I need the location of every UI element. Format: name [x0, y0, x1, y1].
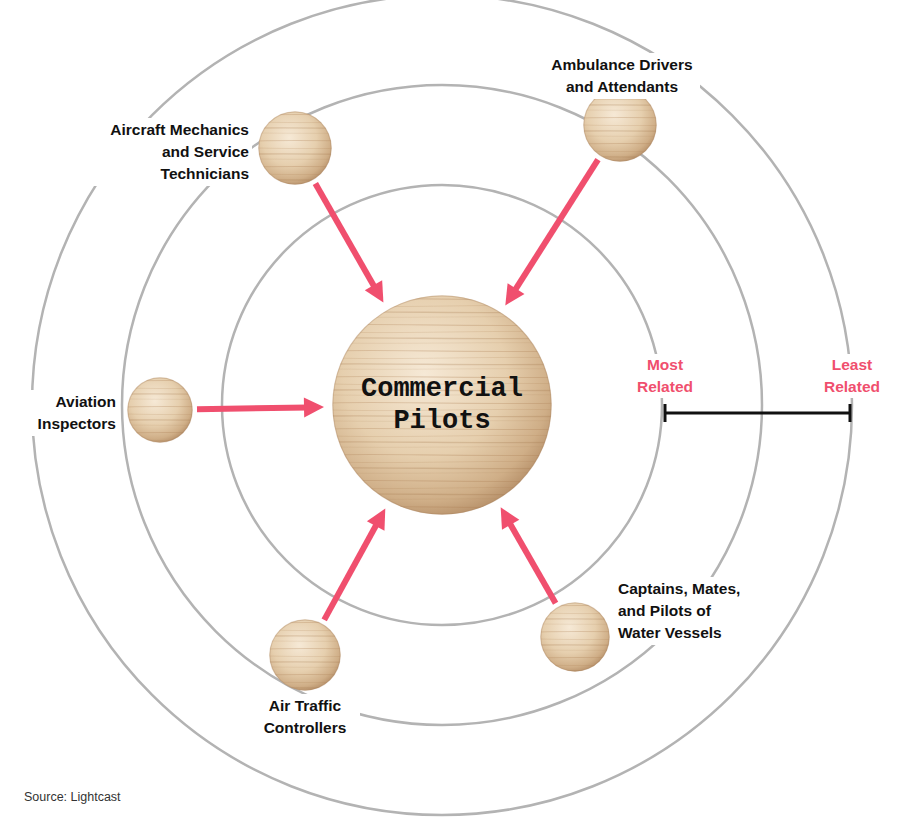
occupation-label: Aviation Inspectors [21, 390, 119, 436]
wood-sphere [269, 619, 341, 691]
related-occupation: Ambulance Drivers and Attendants [583, 88, 657, 162]
sphere-body [333, 296, 552, 515]
relation-arrow [505, 160, 598, 306]
wood-sphere [540, 602, 610, 672]
source-note: Source: Lightcast [24, 789, 121, 805]
bracket-tick [664, 404, 667, 422]
sphere-body [128, 378, 193, 443]
sphere-body [541, 603, 610, 672]
sphere-grain [333, 296, 552, 515]
arrow-shaft [315, 184, 375, 289]
sphere-rim [270, 620, 340, 690]
sphere-body [584, 89, 657, 162]
arrow-head [367, 508, 385, 530]
wood-sphere [583, 88, 657, 162]
sphere-grain [541, 603, 610, 672]
arrow-head [304, 397, 324, 417]
sphere-rim [584, 89, 656, 161]
sphere-body [259, 112, 332, 185]
related-occupation: Captains, Mates, and Pilots of Water Ves… [540, 602, 610, 672]
sphere-grain [270, 620, 341, 691]
sphere-rim [259, 112, 331, 184]
scale-label: Most Related [628, 354, 702, 398]
arrow-shaft [514, 160, 598, 292]
arrow-head [505, 283, 524, 305]
arrow-shaft [197, 407, 308, 409]
sphere-body [270, 620, 341, 691]
outer-ring [32, 0, 852, 815]
relation-arrow [315, 184, 383, 303]
bracket-line [665, 412, 850, 415]
wood-sphere [127, 377, 193, 443]
node-text: Commercial Pilots [337, 373, 547, 437]
bracket-tick [849, 404, 852, 422]
arrow-head [501, 507, 520, 529]
sphere-rim [333, 296, 551, 514]
occupation-label: Aircraft Mechanics and Service Technicia… [86, 118, 252, 186]
sphere-rim [128, 378, 192, 442]
node-text: Aircraft Mechanics and Service Technicia… [89, 119, 249, 185]
arrow-head [365, 280, 384, 302]
relation-arrow [324, 508, 385, 619]
scale-bracket [665, 404, 850, 422]
center-title: Commercial Pilots [337, 373, 547, 437]
occupation-label: Captains, Mates, and Pilots of Water Ves… [615, 577, 756, 645]
node-text: Captains, Mates, and Pilots of Water Ves… [618, 578, 753, 644]
wood-sphere [258, 111, 332, 185]
sphere-grain [584, 89, 657, 162]
wood-sphere [332, 295, 552, 515]
node-text: Ambulance Drivers and Attendants [547, 54, 697, 98]
sphere-grain [128, 378, 193, 443]
arrow-shaft [509, 521, 556, 603]
relation-arrow [501, 507, 556, 603]
related-occupation: Aviation Inspectors [127, 377, 193, 443]
node-text: Aviation Inspectors [24, 391, 116, 435]
occupation-label: Ambulance Drivers and Attendants [544, 53, 700, 99]
relation-arrow [197, 397, 324, 417]
arrow-shaft [324, 523, 377, 620]
sphere-rim [541, 603, 609, 671]
sphere-grain [259, 112, 332, 185]
related-occupation: Aircraft Mechanics and Service Technicia… [258, 111, 332, 185]
occupation-label: Air Traffic Controllers [250, 694, 360, 740]
scale-label: Least Related [815, 354, 889, 398]
center-occupation: Commercial Pilots [332, 295, 552, 515]
related-occupation: Air Traffic Controllers [269, 619, 341, 691]
node-text: Air Traffic Controllers [253, 695, 357, 739]
